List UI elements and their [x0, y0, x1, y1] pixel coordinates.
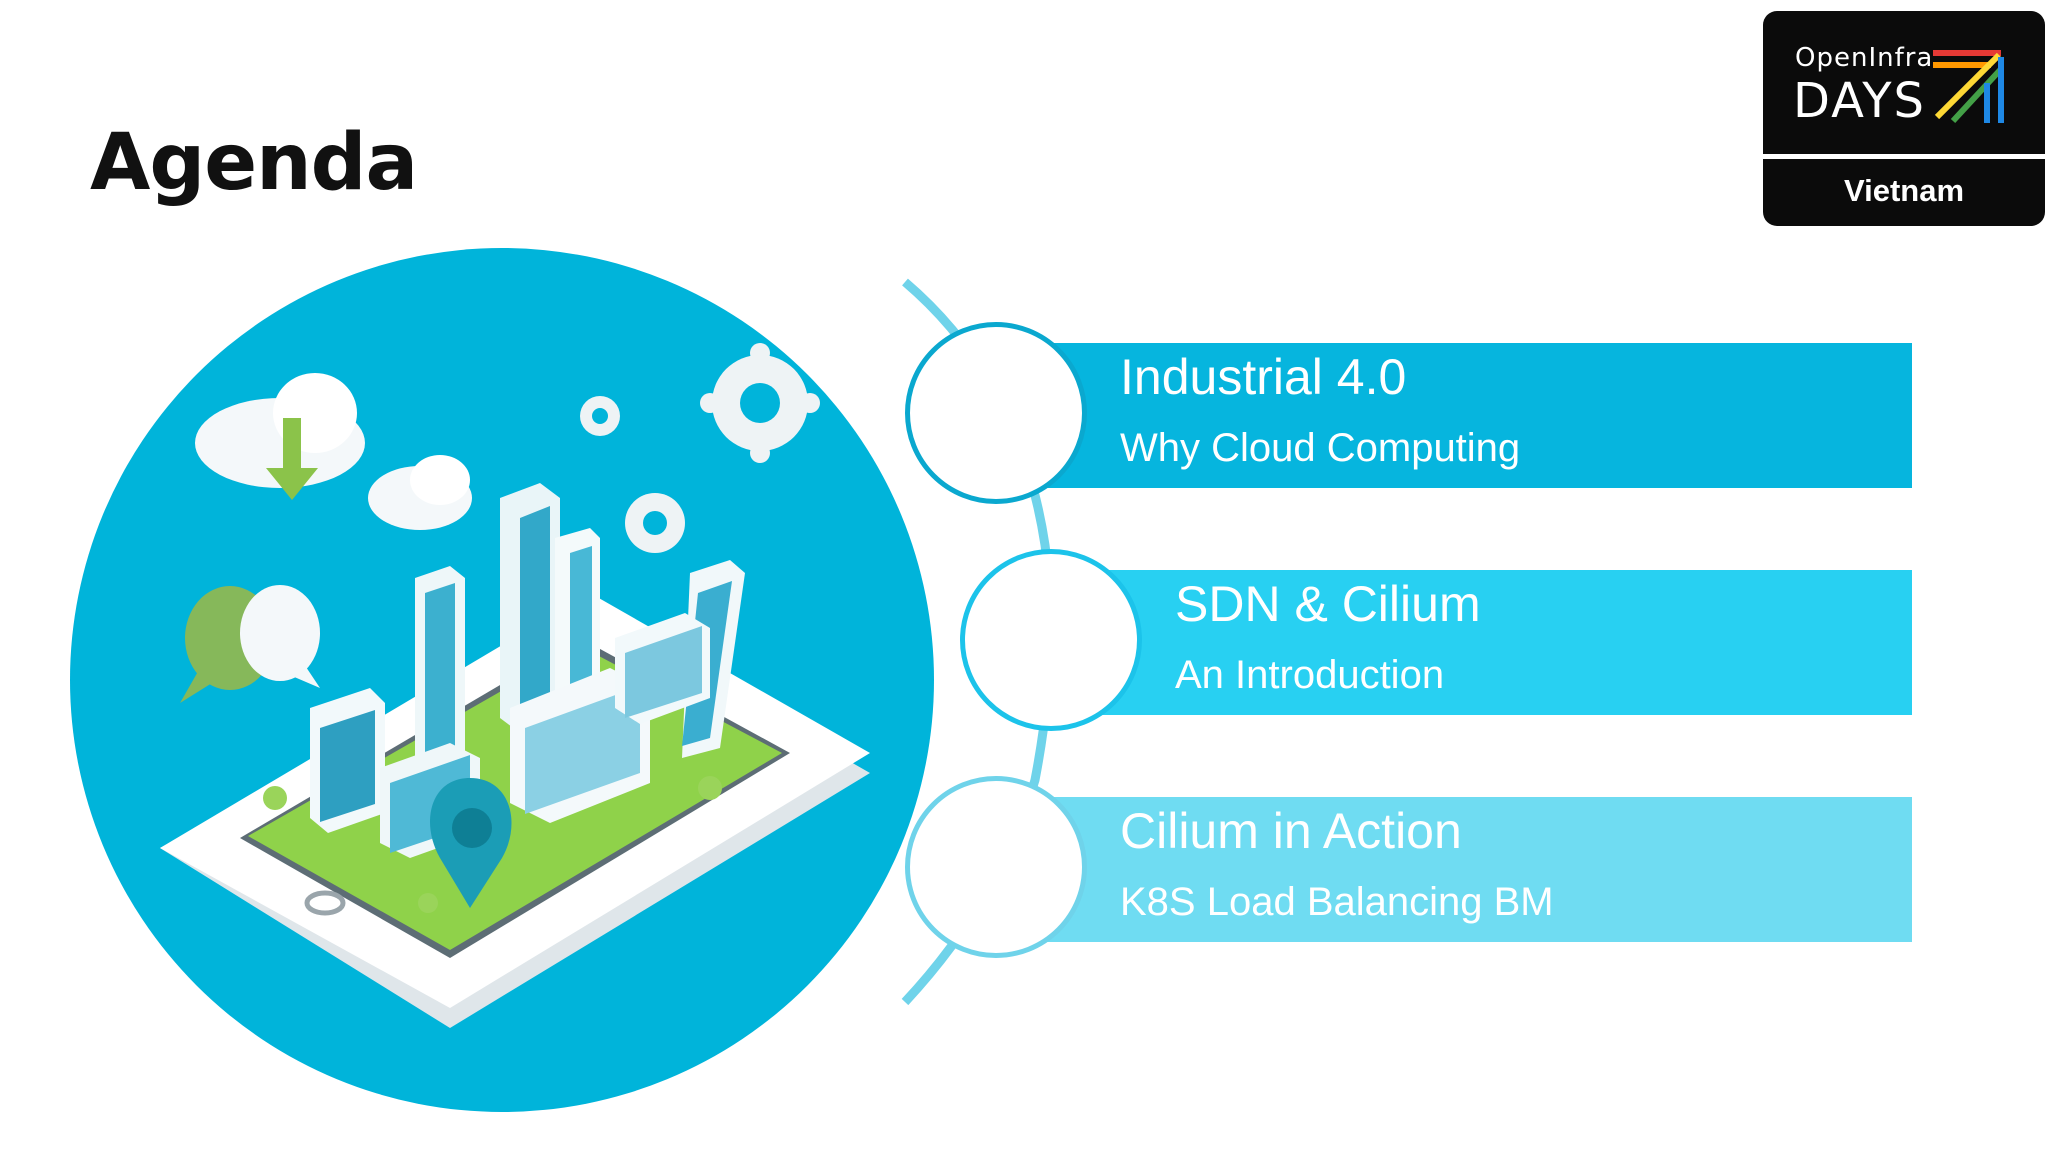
openinfra-days-logo: OpenInfra DAYS Vietnam: [1763, 11, 2045, 226]
agenda-item-1-band: [1000, 343, 1912, 488]
agenda-item-3-title: Cilium in Action: [1120, 803, 1462, 859]
smart-city-illustration: [70, 248, 934, 1112]
agenda-item-1-node: [905, 322, 1087, 504]
logo-top-text: OpenInfra: [1795, 43, 1934, 73]
slide-title: Agenda: [90, 118, 418, 208]
agenda-item-1-subtitle: Why Cloud Computing: [1120, 426, 1521, 470]
agenda-item-3-node: [905, 776, 1087, 958]
gear-small-icon: [580, 396, 620, 436]
cloud-download-icon: [195, 373, 365, 500]
agenda-item-2-band: [1055, 570, 1912, 715]
agenda-item-2-node: [960, 549, 1142, 731]
agenda-item-3-subtitle: K8S Load Balancing BM: [1120, 880, 1554, 924]
location-pin-icon: [430, 778, 512, 908]
gear-large-icon: [700, 343, 820, 463]
chat-bubbles-icon: [180, 585, 320, 703]
agenda-item-1-title: Industrial 4.0: [1120, 349, 1407, 405]
gear-medium-icon: [625, 493, 685, 553]
logo-divider: [1763, 154, 2045, 159]
agenda-item-2-subtitle: An Introduction: [1175, 653, 1445, 697]
cloud-icon: [368, 455, 472, 530]
logo-main-text: DAYS: [1793, 73, 1927, 129]
logo-arrow-mark-icon: [1933, 50, 2004, 124]
logo-region-text: Vietnam: [1843, 173, 1965, 208]
agenda-item-3-band: [1000, 797, 1912, 942]
agenda-item-2-title: SDN & Cilium: [1175, 576, 1481, 632]
